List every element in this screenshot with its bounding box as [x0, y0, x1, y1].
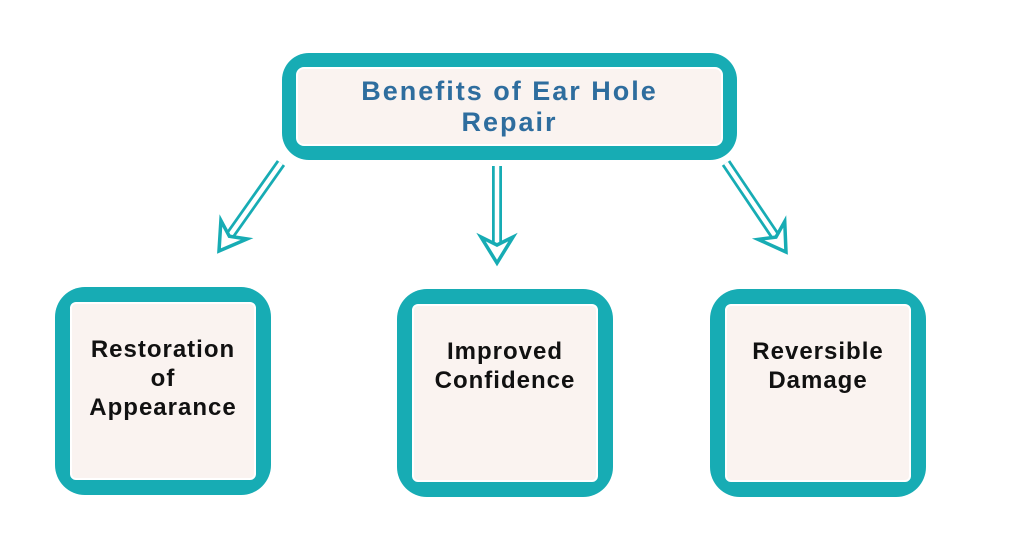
- node-reversible-damage: Reversible Damage: [710, 289, 926, 497]
- node-improved-confidence-panel: Improved Confidence: [412, 304, 598, 482]
- node-restoration-panel: Restoration of Appearance: [70, 302, 256, 480]
- node-benefits-title-panel: Benefits of Ear Hole Repair: [296, 67, 723, 146]
- node-reversible-damage-label: Reversible Damage: [752, 338, 884, 394]
- arrow-right-icon: [721, 160, 788, 255]
- node-improved-confidence: Improved Confidence: [397, 289, 613, 497]
- node-improved-confidence-label: Improved Confidence: [434, 338, 576, 394]
- arrow-left-icon: [217, 160, 286, 254]
- node-benefits-title: Benefits of Ear Hole Repair: [282, 53, 737, 160]
- node-restoration-of-appearance: Restoration of Appearance: [55, 287, 271, 495]
- node-restoration-label: Restoration of Appearance: [89, 336, 237, 421]
- arrow-middle-icon: [476, 166, 518, 267]
- node-reversible-damage-panel: Reversible Damage: [725, 304, 911, 482]
- node-benefits-title-label: Benefits of Ear Hole Repair: [361, 75, 658, 137]
